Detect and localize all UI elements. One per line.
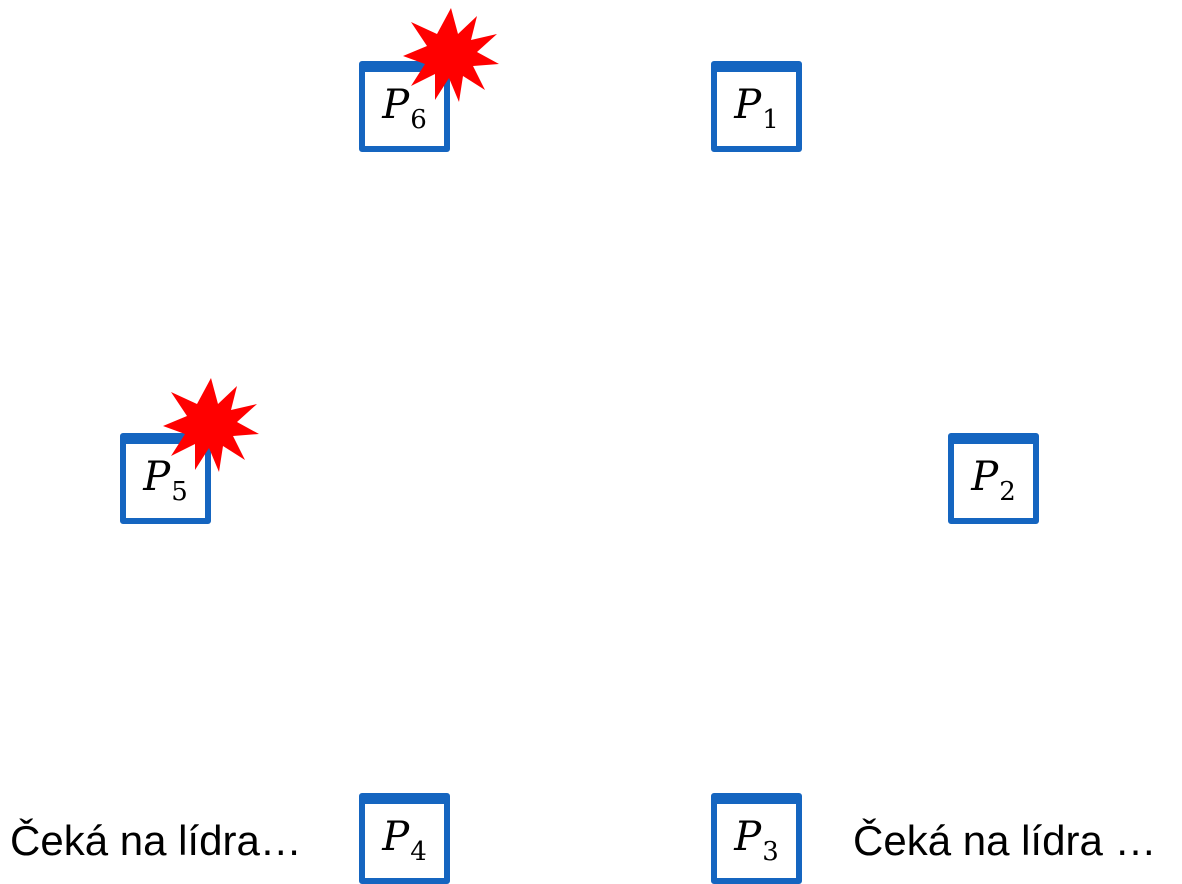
process-p3: P3 [711, 793, 802, 884]
process-p3-name: P [734, 814, 762, 860]
process-p3-label: P3 [717, 814, 796, 865]
process-p6-index: 6 [410, 105, 427, 135]
process-p2: P2 [948, 433, 1039, 524]
process-p2-index: 2 [999, 477, 1016, 507]
process-p6-name: P [382, 82, 410, 128]
process-p4-index: 4 [410, 837, 427, 867]
process-p5-name: P [143, 454, 171, 500]
caption-left-waiting: Čeká na lídra… [10, 817, 302, 864]
crash-burst-icon [163, 378, 259, 472]
process-p1-name: P [734, 82, 762, 128]
process-p3-index: 3 [762, 837, 779, 867]
process-p1-label: P1 [717, 82, 796, 133]
process-p2-name: P [971, 454, 999, 500]
process-p4-label: P4 [365, 814, 444, 865]
process-p4: P4 [359, 793, 450, 884]
crash-burst-icon [403, 8, 499, 102]
process-p6-label: P6 [365, 82, 444, 133]
process-p5-label: P5 [126, 454, 205, 505]
caption-right-waiting: Čeká na lídra … [853, 817, 1157, 864]
process-p1: P1 [711, 61, 802, 152]
process-p2-label: P2 [954, 454, 1033, 505]
process-p6: P6 [359, 61, 450, 152]
process-p5-index: 5 [171, 477, 188, 507]
process-p4-name: P [382, 814, 410, 860]
process-p1-index: 1 [762, 105, 779, 135]
